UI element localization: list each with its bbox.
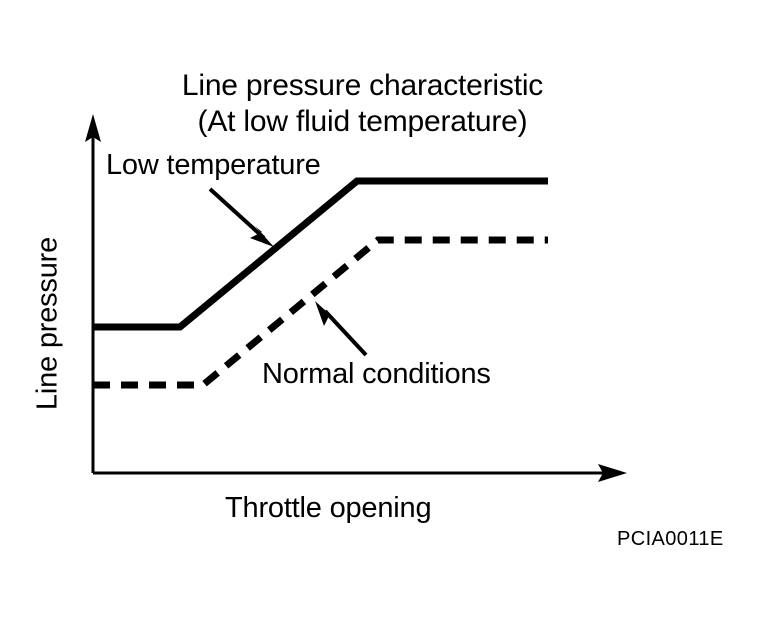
normal-conditions-series-label: Normal conditions: [262, 358, 491, 390]
series-normal-conditions-curve: [93, 236, 548, 389]
normal-conditions-callout-arrow: [315, 301, 368, 357]
x-axis-label: Throttle opening: [225, 492, 432, 524]
y-axis: [85, 114, 101, 473]
low-temperature-series-label: Low temperature: [106, 149, 321, 181]
x-axis-arrowhead: [598, 464, 627, 482]
y-axis-arrowhead: [85, 114, 101, 142]
y-axis-label: Line pressure: [31, 236, 64, 411]
x-axis: [93, 464, 627, 482]
figure-reference-code: PCIA0011E: [617, 528, 724, 550]
figure-title-line-2: (At low fluid temperature): [197, 105, 528, 138]
figure-title-line-1: Line pressure characteristic: [181, 69, 544, 102]
low-temperature-callout-arrow: [208, 187, 274, 247]
series-low-temperature-curve: [93, 177, 548, 331]
